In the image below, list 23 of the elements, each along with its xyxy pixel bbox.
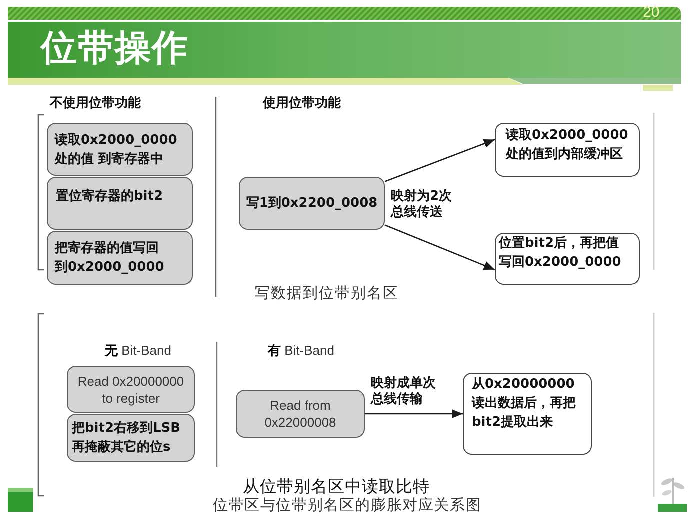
- slide-title: 位带操作: [41, 27, 189, 71]
- arrow: [365, 410, 463, 418]
- arrow: [384, 139, 496, 182]
- process-box: Read from 0x22000008: [236, 390, 365, 438]
- process-box: 从0x20000000读出数据后，再把bit2提取出来: [463, 373, 592, 455]
- process-box: 置位寄存器的bit2: [47, 177, 193, 230]
- mapping-note: 映射为2次总线传送: [391, 189, 454, 221]
- section-heading: 不使用位带功能: [50, 95, 141, 112]
- process-box: 写1到0x2200_0008: [239, 177, 385, 230]
- section-heading: 无 Bit-Band: [105, 342, 172, 360]
- process-box: 位置bit2后，再把值写回0x2000_0000: [495, 233, 640, 285]
- panel-caption: 写数据到位带别名区: [255, 285, 399, 303]
- panel-caption: 从位带别名区中读取比特: [243, 477, 430, 497]
- arrow: [384, 224, 496, 271]
- process-box: Read 0x20000000 to register: [67, 366, 195, 413]
- figure-caption: 位带区与位带别名区的膨胀对应关系图: [213, 497, 482, 515]
- page-number: 20: [643, 4, 660, 21]
- process-box: 读取0x2000_0000处的值 到寄存器中: [47, 123, 193, 176]
- process-box: 把寄存器的值写回到0x2000_0000: [47, 231, 193, 285]
- process-box: 把bit2右移到LSB再掩蔽其它的位s: [67, 414, 195, 462]
- section-heading: 使用位带功能: [263, 95, 341, 112]
- section-heading: 有 Bit-Band: [268, 342, 334, 360]
- process-box: 读取0x2000_0000处的值到内部缓冲区: [495, 123, 640, 177]
